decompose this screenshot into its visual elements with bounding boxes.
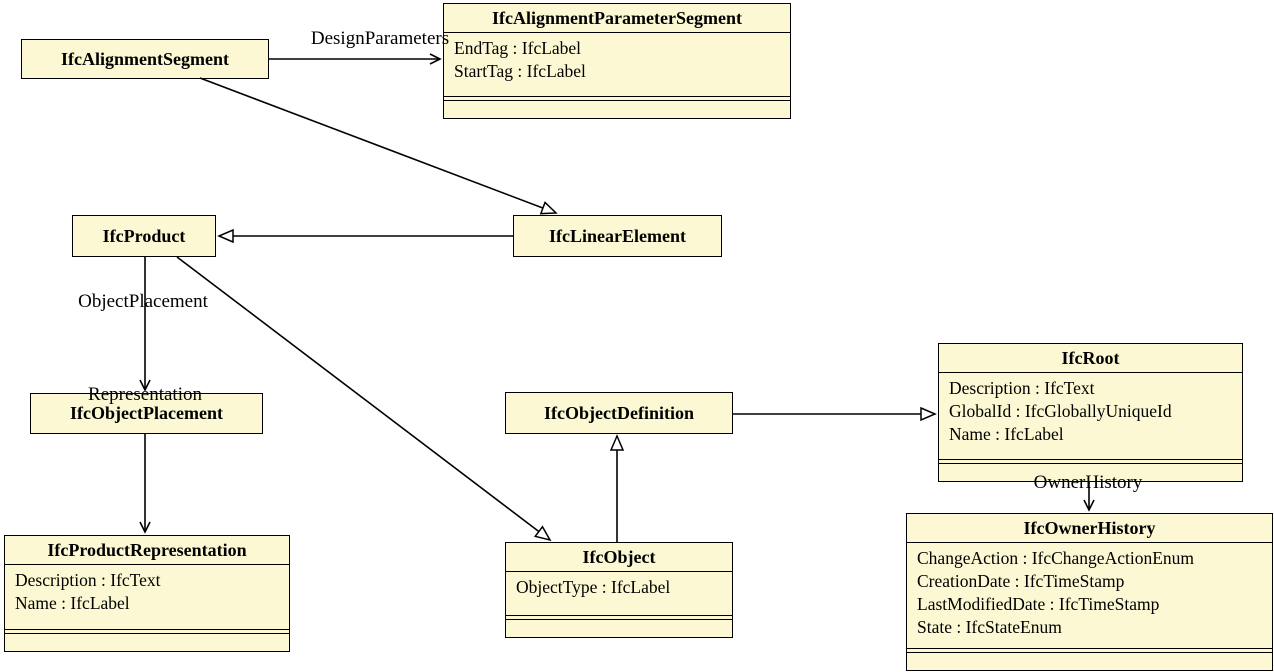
class-box-ifcobjectdefinition: IfcObjectDefinition xyxy=(505,392,733,434)
class-attribute: CreationDate : IfcTimeStamp xyxy=(917,571,1125,591)
operations-compartment-empty xyxy=(5,633,289,651)
attribute-compartment: Description : IfcText GlobalId : IfcGlob… xyxy=(939,373,1242,460)
class-box-ifcalignmentsegment: IfcAlignmentSegment xyxy=(21,39,269,79)
class-attribute: Description : IfcText xyxy=(15,570,161,590)
class-title: IfcObjectDefinition xyxy=(544,402,694,423)
class-title: IfcObjectPlacement xyxy=(70,403,223,423)
class-attribute: Name : IfcLabel xyxy=(949,424,1064,444)
operations-compartment-empty xyxy=(939,463,1242,481)
class-title: IfcAlignmentParameterSegment xyxy=(444,4,790,33)
class-box-ifcobject: IfcObject ObjectType : IfcLabel xyxy=(505,542,733,638)
class-title: IfcAlignmentSegment xyxy=(61,48,229,69)
edge-label-objectplacement: ObjectPlacement xyxy=(78,291,208,312)
edge-label-representation: Representation xyxy=(88,384,202,405)
class-title: IfcObject xyxy=(506,543,732,572)
class-attribute: LastModifiedDate : IfcTimeStamp xyxy=(917,594,1160,614)
attribute-compartment: Description : IfcText Name : IfcLabel xyxy=(5,565,289,630)
operations-compartment-empty xyxy=(444,100,790,118)
class-box-ifcproductrepresentation: IfcProductRepresentation Description : I… xyxy=(4,535,290,652)
class-title: IfcProduct xyxy=(102,225,186,246)
operations-compartment-empty xyxy=(907,652,1272,670)
class-box-ifcroot: IfcRoot Description : IfcText GlobalId :… xyxy=(938,343,1243,482)
class-attribute: EndTag : IfcLabel xyxy=(454,38,582,58)
class-title: IfcProductRepresentation xyxy=(5,536,289,565)
class-box-ifcalignmentparametersegment: IfcAlignmentParameterSegment EndTag : If… xyxy=(443,3,791,119)
class-attribute: GlobalId : IfcGloballyUniqueId xyxy=(949,401,1172,421)
class-box-ifcownerhistory: IfcOwnerHistory ChangeAction : IfcChange… xyxy=(906,513,1273,671)
attribute-compartment: ChangeAction : IfcChangeActionEnum Creat… xyxy=(907,543,1272,649)
operations-compartment-empty xyxy=(506,619,732,637)
attribute-compartment: ObjectType : IfcLabel xyxy=(506,572,732,616)
class-title: IfcLinearElement xyxy=(549,225,686,246)
class-attribute: ObjectType : IfcLabel xyxy=(516,577,671,597)
class-box-ifclinearelement: IfcLinearElement xyxy=(513,215,722,257)
edge-label-designparameters: DesignParameters xyxy=(310,28,450,49)
class-attribute: Name : IfcLabel xyxy=(15,593,130,613)
class-attribute: State : IfcStateEnum xyxy=(917,617,1062,637)
class-box-ifcproduct: IfcProduct xyxy=(72,215,216,257)
class-attribute: Description : IfcText xyxy=(949,378,1095,398)
class-title: IfcRoot xyxy=(939,344,1242,373)
class-attribute: ChangeAction : IfcChangeActionEnum xyxy=(917,548,1195,568)
edge-label-ownerhistory: OwnerHistory xyxy=(1033,472,1143,493)
class-title: IfcOwnerHistory xyxy=(907,514,1272,543)
attribute-compartment: EndTag : IfcLabel StartTag : IfcLabel xyxy=(444,33,790,97)
class-attribute: StartTag : IfcLabel xyxy=(454,61,586,81)
